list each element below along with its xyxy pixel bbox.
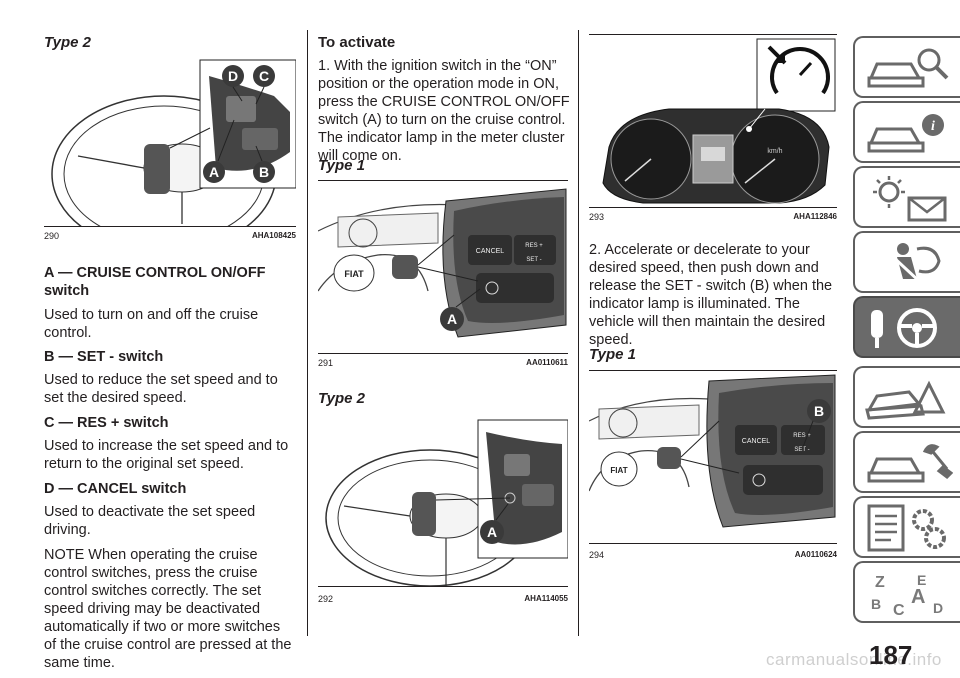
callout-a: A: [209, 164, 219, 180]
svg-text:i: i: [931, 119, 935, 134]
item-desc: Used to deactivate the set speed driving…: [44, 504, 256, 538]
figure-caption: 291 AA0110611: [318, 358, 568, 368]
car-search-icon: [867, 48, 949, 88]
figure-caption: 293 AHA112846: [589, 212, 837, 222]
callout-b: B: [259, 164, 269, 180]
column-separator: [307, 30, 308, 636]
figure-number: 292: [318, 594, 334, 604]
svg-text:E: E: [917, 572, 926, 588]
callout-b: B: [814, 403, 824, 419]
type-heading: Type 2: [44, 34, 91, 51]
chapter-tab-index[interactable]: Z E B C A D: [853, 561, 960, 623]
item-title: C — RES + switch: [44, 415, 169, 431]
callout-d: D: [228, 68, 238, 84]
car-info-icon: i: [867, 114, 944, 153]
figure-291-steering-switch-type1: FIAT CANCEL RES + SET - A: [317, 180, 568, 354]
svg-text:D: D: [933, 600, 943, 616]
set-label: SET -: [526, 257, 541, 263]
type-heading: Type 2: [318, 390, 365, 407]
column-separator: [578, 30, 579, 636]
watermark: carmanualsonline.info: [766, 650, 942, 669]
chapter-tab-technical-data[interactable]: [853, 496, 960, 558]
section-heading: To activate: [318, 34, 396, 51]
figure-292-steering-wheel-type2: A: [318, 414, 569, 587]
chapter-tab-emergency[interactable]: [853, 366, 960, 428]
switch-descriptions: A — CRUISE CONTROL ON/OFF switch Used to…: [44, 264, 296, 672]
item-title: A — CRUISE CONTROL ON/OFF switch: [44, 265, 266, 299]
svg-text:B: B: [871, 596, 881, 612]
figure-code: AHA114055: [524, 594, 568, 603]
res-label: RES +: [793, 433, 811, 439]
key-steering-wheel-icon: [871, 308, 937, 348]
figure-290-steering-wheel-type2: D C A B: [44, 56, 297, 253]
step-1-text: 1. With the ignition switch in the “ON” …: [318, 58, 570, 164]
svg-text:Z: Z: [875, 574, 885, 591]
cancel-label: CANCEL: [742, 438, 771, 445]
warning-light-mail-icon: [873, 176, 947, 222]
chapter-tab-warning-lights[interactable]: [853, 166, 960, 228]
svg-text:C: C: [893, 602, 905, 617]
svg-text:FIAT: FIAT: [344, 269, 364, 279]
figure-code: AHA108425: [251, 231, 296, 240]
item-desc: Used to reduce the set speed and to set …: [44, 372, 278, 406]
callout-c: C: [259, 68, 269, 84]
callout-a: A: [447, 311, 457, 327]
set-label: SET -: [794, 447, 809, 453]
figure-caption: 294 AA0110624: [589, 550, 837, 560]
specs-gears-icon: [867, 504, 946, 552]
figure-number: 290: [44, 231, 60, 241]
chapter-tab-maintenance[interactable]: [853, 431, 960, 493]
chapter-tab-getting-to-know-vehicle[interactable]: [853, 36, 960, 98]
item-title: D — CANCEL switch: [44, 481, 187, 497]
res-label: RES +: [525, 243, 543, 249]
item-desc: Used to turn on and off the cruise contr…: [44, 307, 259, 341]
alphabet-index-icon: Z E B C A D: [871, 572, 943, 617]
item-title: B — SET - switch: [44, 349, 164, 365]
figure-code: AHA112846: [793, 212, 837, 221]
chapter-tab-instrument-panel[interactable]: i: [853, 101, 960, 163]
figure-caption: 290 AHA108425: [44, 231, 296, 241]
figure-294-steering-switch-type1: FIAT CANCEL RES + SET - B: [588, 370, 837, 544]
figure-code: AA0110624: [794, 550, 837, 559]
svg-text:FIAT: FIAT: [610, 466, 627, 475]
type-heading: Type 1: [589, 346, 636, 363]
figure-number: 291: [318, 358, 334, 368]
car-wrench-icon: [867, 444, 953, 483]
figure-number: 294: [589, 550, 605, 560]
callout-a: A: [487, 524, 497, 540]
figure-number: 293: [589, 212, 605, 222]
step-2-text: 2. Accelerate or decelerate to your desi…: [589, 242, 833, 348]
item-desc: Used to increase the set speed and to re…: [44, 438, 289, 472]
figure-caption: 292 AHA114055: [318, 594, 568, 604]
page-number: 187: [869, 640, 913, 670]
chapter-tab-safety[interactable]: [853, 231, 960, 293]
car-accident-icon: [865, 380, 946, 420]
type-heading: Type 1: [318, 157, 365, 174]
seatbelt-airbag-icon: [889, 243, 941, 283]
chapter-tab-starting-driving[interactable]: [853, 296, 960, 358]
note-text: NOTE When operating the cruise control s…: [44, 547, 292, 671]
figure-code: AA0110611: [526, 358, 568, 367]
cancel-label: CANCEL: [476, 248, 505, 255]
svg-text:A: A: [911, 586, 925, 608]
speed-unit: km/h: [767, 148, 782, 155]
figure-293-instrument-cluster: km/h: [589, 34, 837, 208]
